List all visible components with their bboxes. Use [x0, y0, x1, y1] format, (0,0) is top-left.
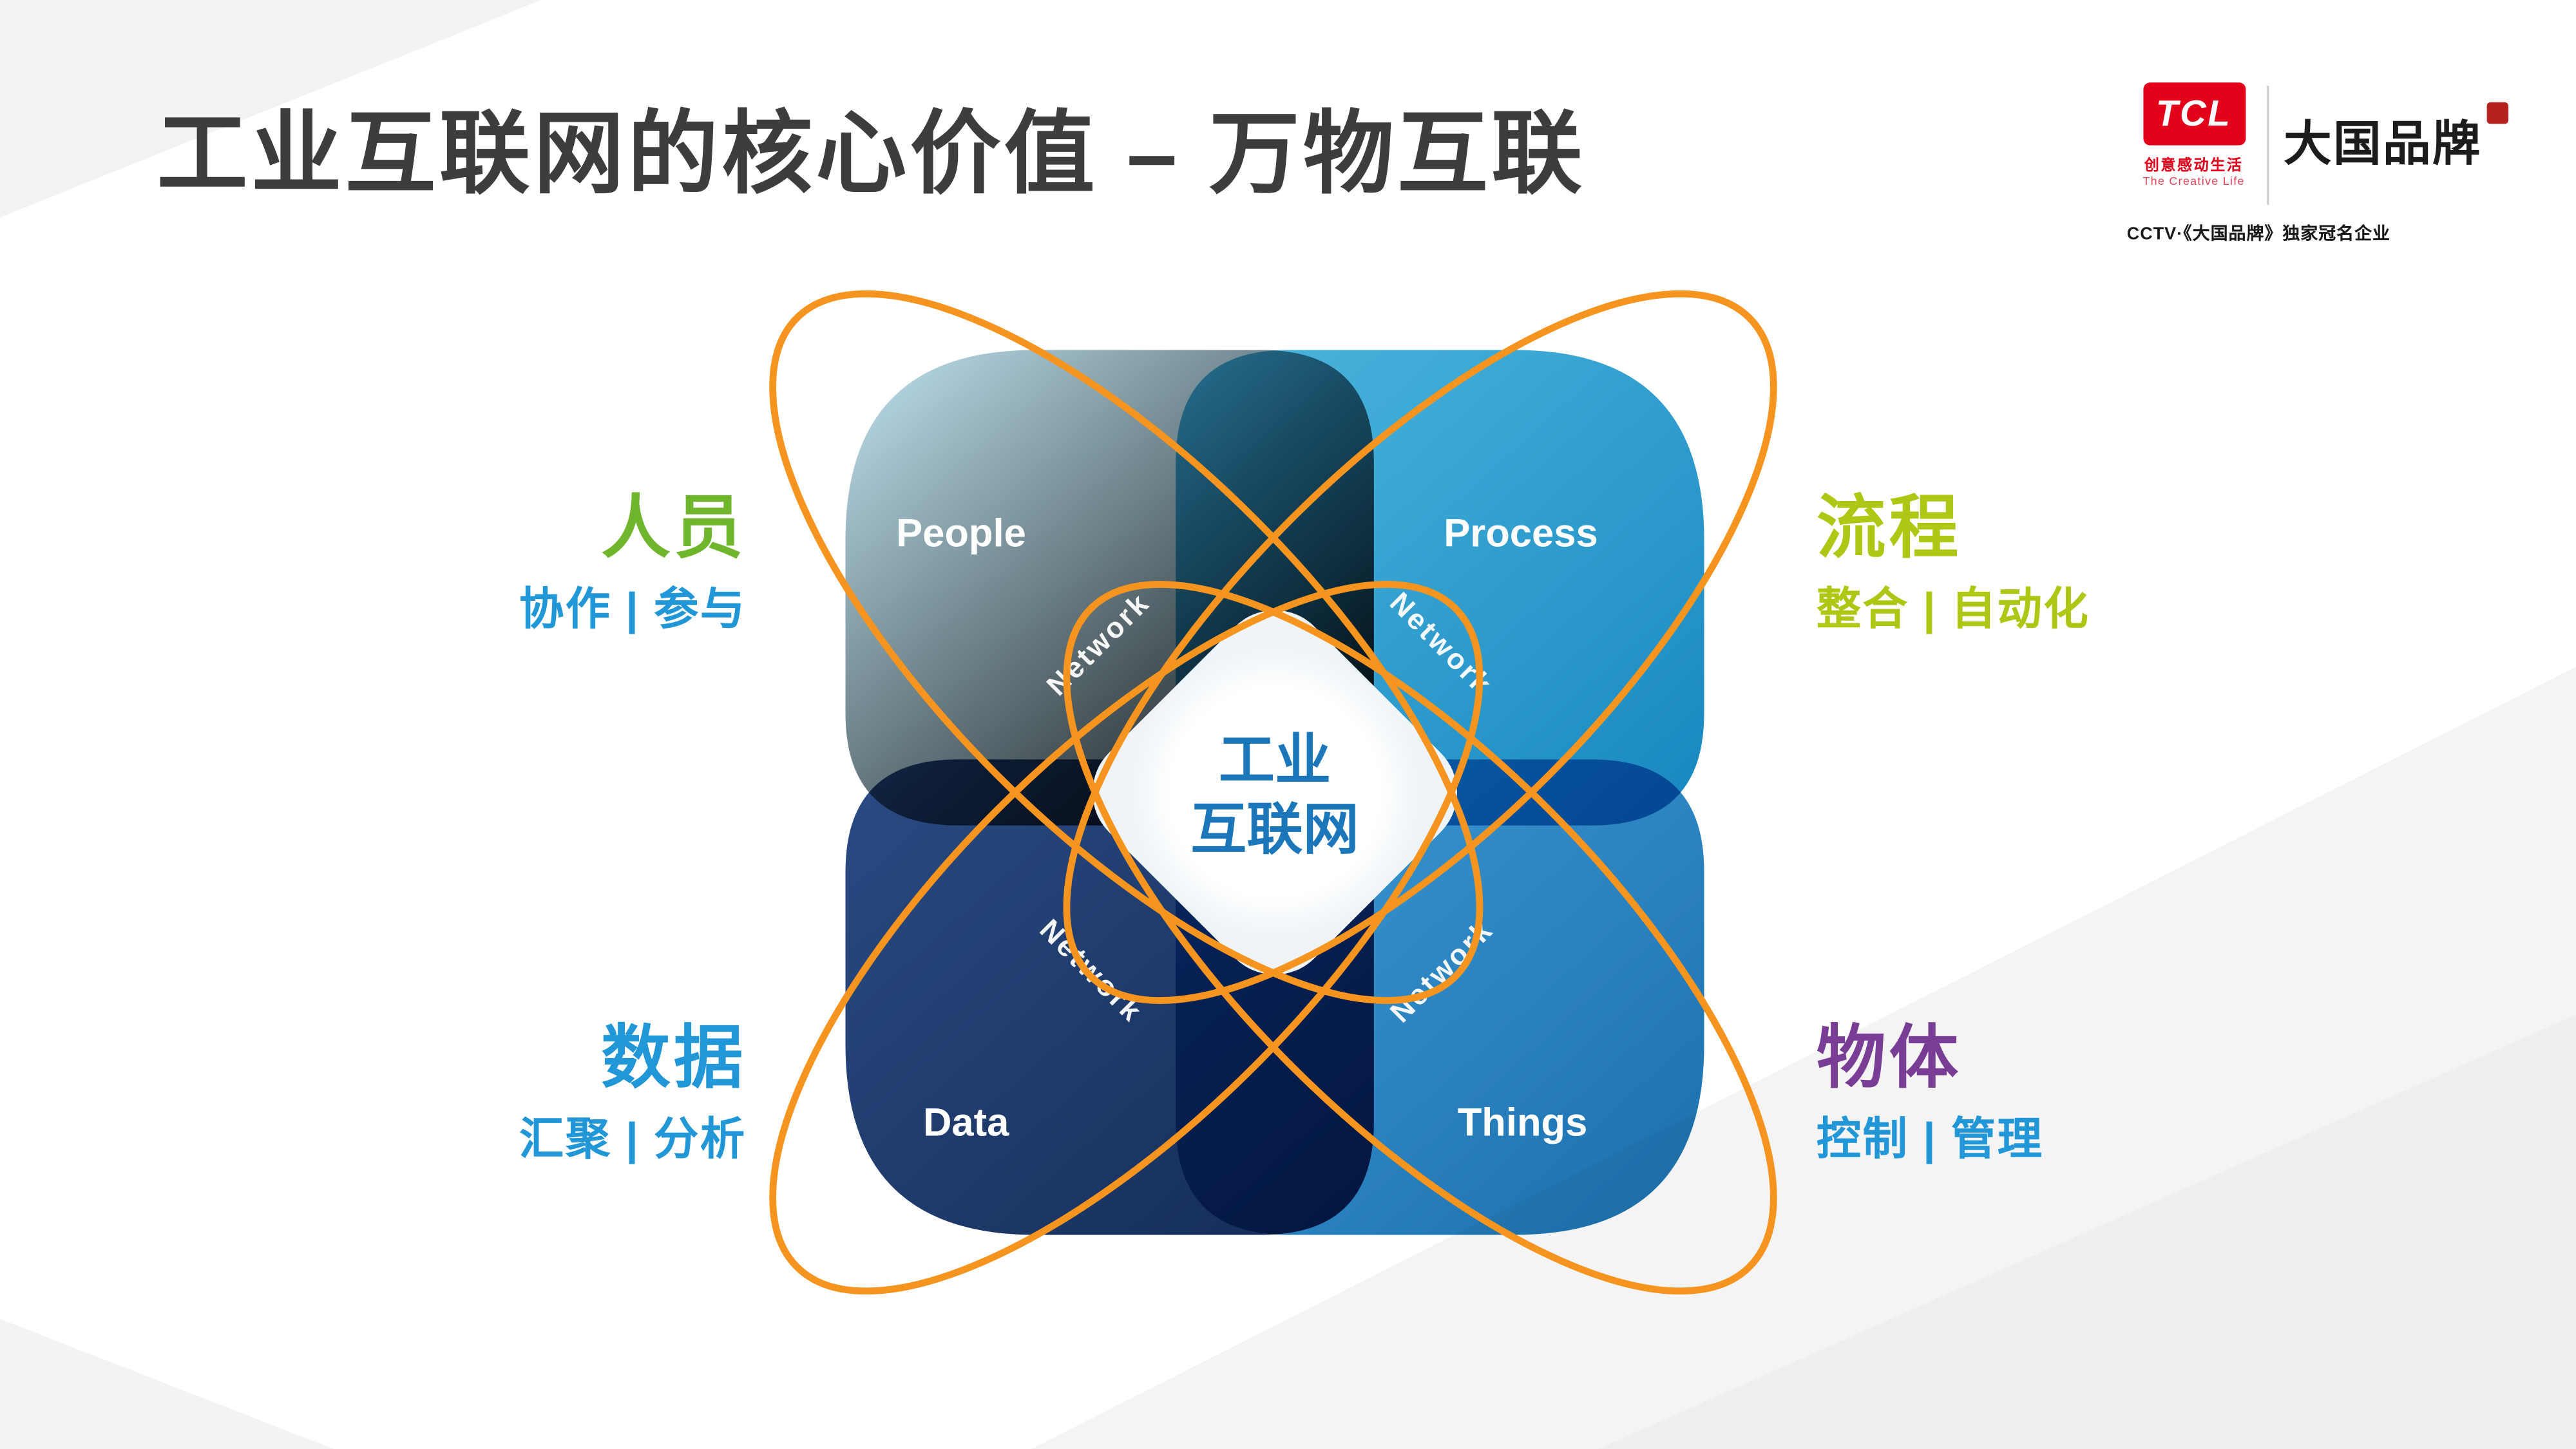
annotation-people: 人员 协作 | 参与 [408, 488, 747, 635]
annotation-things-sub: 控制 | 管理 [1816, 1114, 2044, 1164]
petal-data-label: Data [923, 1101, 1009, 1145]
annotation-process-title: 流程 [1816, 488, 1962, 567]
people-loop [769, 290, 1484, 1004]
daguo-brand-logo: 大国品牌 [2284, 82, 2508, 175]
brand-seal-icon [2486, 102, 2508, 124]
tcl-logo: TCL 创意感动生活 The Creative Life [2127, 82, 2261, 188]
annotation-data-sub: 汇聚 | 分析 [519, 1114, 747, 1164]
annotation-data-title: 数据 [601, 1018, 747, 1097]
petal-process-label: Process [1444, 511, 1598, 556]
petal-things-label: Things [1458, 1101, 1588, 1145]
process-loop [1063, 290, 1777, 1004]
things-loop [1063, 580, 1777, 1295]
annotation-people-title: 人员 [601, 488, 747, 567]
tcl-tagline-cn: 创意感动生活 [2144, 156, 2244, 174]
center-title-line2: 互联网 [1190, 799, 1359, 861]
annotation-things-title: 物体 [1816, 1018, 1962, 1097]
annotation-process-sub: 整合 | 自动化 [1816, 584, 2090, 634]
data-loop [769, 580, 1484, 1295]
annotation-process: 流程 整合 | 自动化 [1816, 488, 2295, 635]
annotation-things: 物体 控制 | 管理 [1816, 1018, 2295, 1165]
annotation-people-sub: 协作 | 参与 [519, 584, 747, 634]
center-diamond [1092, 610, 1457, 975]
tcl-logo-mark: TCL [2142, 82, 2246, 146]
center-title-line1: 工业 [1219, 729, 1331, 791]
logo-divider [2267, 86, 2269, 205]
page-title: 工业互联网的核心价值 – 万物互联 [157, 102, 1586, 205]
daguo-brand-text: 大国品牌 [2284, 115, 2482, 172]
annotation-data: 数据 汇聚 | 分析 [408, 1018, 747, 1165]
cctv-endorsement-text: CCTV·《大国品牌》独家冠名企业 [2126, 224, 2391, 245]
petal-people-label: People [896, 511, 1026, 556]
tcl-tagline-en: The Creative Life [2142, 176, 2245, 189]
brand-logo-block: TCL 创意感动生活 The Creative Life 大国品牌 CCTV·《… [2126, 82, 2508, 246]
